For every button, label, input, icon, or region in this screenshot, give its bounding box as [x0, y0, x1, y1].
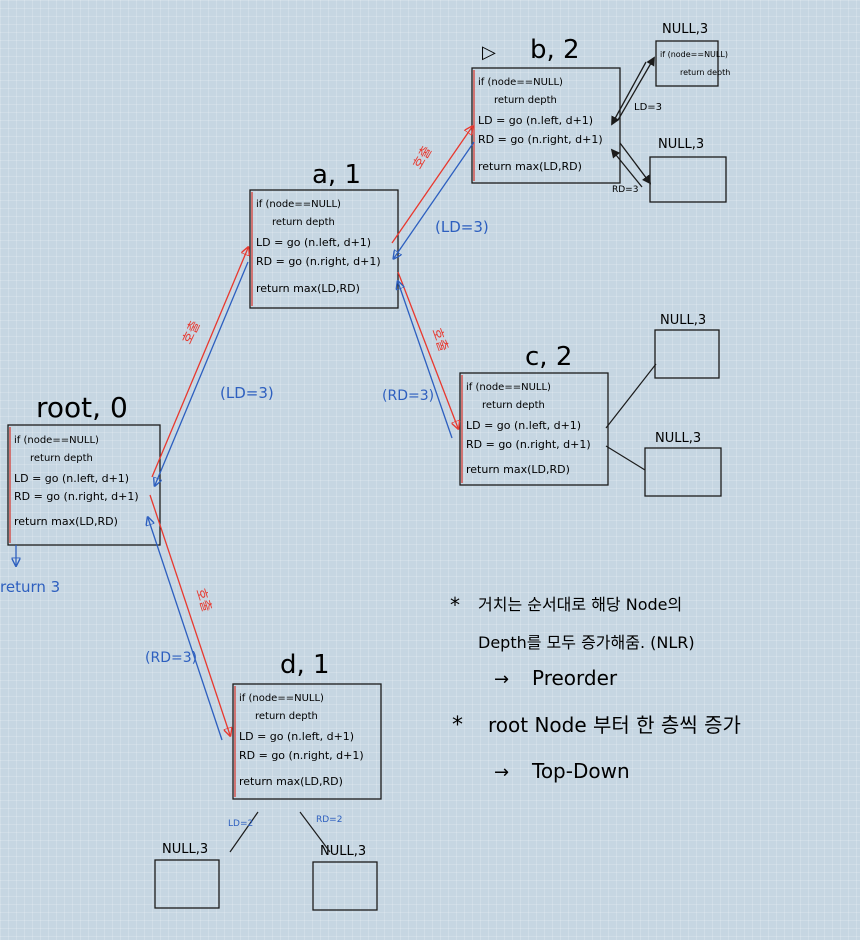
null-label: NULL,3 [662, 22, 708, 37]
code-line: if (node==NULL) [14, 435, 99, 446]
null-label: NULL,3 [162, 842, 208, 857]
return-arrow-null-b-left [611, 61, 647, 126]
return-arrow-c-a [398, 282, 453, 439]
call-arrow-root-d [149, 494, 230, 735]
node-a: a, 1 if (node==NULL) return depth LD = g… [249, 160, 399, 309]
return-label-d-right: RD=2 [316, 815, 342, 825]
code-line: return max(LD,RD) [239, 775, 343, 788]
return-arrow-d-root [148, 518, 223, 741]
return-arrow-b-a [394, 141, 475, 258]
arrow-right-icon: → [494, 762, 509, 783]
code-line: if (node==NULL) [660, 50, 728, 59]
edge-d-null-right [299, 811, 331, 853]
code-line: RD = go (n.right, d+1) [239, 749, 364, 762]
return-arrow-null-b-right [610, 148, 643, 188]
code-line: LD = go (n.left, d+1) [239, 730, 354, 743]
return-label-root-a: (LD=3) [220, 384, 274, 402]
return-label-root-d: (RD=3) [145, 650, 197, 666]
null-label: NULL,3 [658, 137, 704, 152]
code-line: if (node==NULL) [466, 382, 551, 393]
note-line-2: Depth를 모두 증가해줌. (NLR) [478, 633, 695, 652]
return-arrow-a-root [155, 261, 249, 485]
null-label: NULL,3 [320, 844, 366, 859]
code-line: if (node==NULL) [478, 77, 563, 88]
call-arrow-a-b [391, 127, 472, 244]
null-label: NULL,3 [655, 431, 701, 446]
note-line-3: Preorder [532, 666, 618, 690]
note-line-4: root Node 부터 한 층씩 증가 [488, 713, 741, 737]
asterisk-icon: * [452, 713, 463, 738]
code-line: return max(LD,RD) [14, 515, 118, 528]
node-c: c, 2 if (node==NULL) return depth LD = g… [459, 342, 609, 486]
call-label: 호출 [410, 144, 435, 172]
node-root-label: root, 0 [36, 391, 128, 424]
call-label: 호출 [428, 326, 450, 354]
node-d-label: d, 1 [280, 650, 330, 680]
null-box-b-right: NULL,3 [649, 137, 727, 203]
code-line: return depth [680, 68, 730, 77]
code-line: RD = go (n.right, d+1) [466, 438, 591, 451]
node-root: root, 0 if (node==NULL) return depth LD … [7, 391, 161, 546]
code-line: RD = go (n.right, d+1) [478, 133, 603, 146]
code-line: return depth [482, 400, 545, 411]
return-label-d-left: LD=2 [228, 819, 253, 829]
edge-d-null-left [229, 811, 259, 853]
node-d: d, 1 if (node==NULL) return depth LD = g… [232, 650, 382, 800]
call-arrow-b-null-left [617, 56, 655, 121]
code-line: return depth [272, 217, 335, 228]
node-b: ▷ b, 2 if (node==NULL) return depth LD =… [471, 35, 621, 184]
final-return-label: return 3 [0, 578, 60, 596]
call-arrow-a-c [397, 271, 458, 428]
null-label: NULL,3 [660, 313, 706, 328]
node-c-label: c, 2 [525, 342, 572, 372]
notes: * 거치는 순서대로 해당 Node의 Depth를 모두 증가해줌. (NLR… [450, 593, 741, 783]
return-label-b-right: RD=3 [612, 185, 638, 195]
code-line: return max(LD,RD) [478, 160, 582, 173]
note-line-5: Top-Down [531, 759, 630, 783]
code-line: if (node==NULL) [256, 199, 341, 210]
return-label-a-b: (LD=3) [435, 218, 489, 236]
null-box-b-left: NULL,3 if (node==NULL) return depth [655, 22, 730, 87]
code-line: return depth [255, 711, 318, 722]
note-line-1: 거치는 순서대로 해당 Node의 [478, 595, 682, 614]
edge-c-null-left [605, 363, 657, 429]
code-line: return max(LD,RD) [256, 282, 360, 295]
code-line: LD = go (n.left, d+1) [466, 419, 581, 432]
null-box-d-left: NULL,3 [154, 842, 220, 909]
null-box-d-right: NULL,3 [312, 844, 378, 911]
return-label-a-c: (RD=3) [382, 388, 434, 404]
arrow-right-icon: → [494, 669, 509, 690]
code-line: if (node==NULL) [239, 693, 324, 704]
asterisk-icon: * [450, 593, 460, 617]
call-arrow-b-null-right [619, 142, 652, 185]
code-line: LD = go (n.left, d+1) [478, 114, 593, 127]
code-line: LD = go (n.left, d+1) [256, 236, 371, 249]
call-label: 호출 [180, 319, 204, 347]
code-line: LD = go (n.left, d+1) [14, 472, 129, 485]
null-box-c-left: NULL,3 [654, 313, 720, 379]
call-label: 호출 [192, 587, 214, 614]
node-b-label: b, 2 [530, 35, 580, 65]
node-a-label: a, 1 [312, 160, 361, 190]
start-marker-icon: ▷ [482, 42, 496, 63]
code-line: RD = go (n.right, d+1) [256, 255, 381, 268]
edge-c-null-right [605, 445, 646, 471]
code-line: RD = go (n.right, d+1) [14, 490, 139, 503]
code-line: return depth [30, 453, 93, 464]
code-line: return depth [494, 95, 557, 106]
return-label-b-left: LD=3 [634, 102, 662, 113]
call-arrow-root-a [151, 248, 248, 478]
null-box-c-right: NULL,3 [644, 431, 722, 497]
code-line: return max(LD,RD) [466, 463, 570, 476]
